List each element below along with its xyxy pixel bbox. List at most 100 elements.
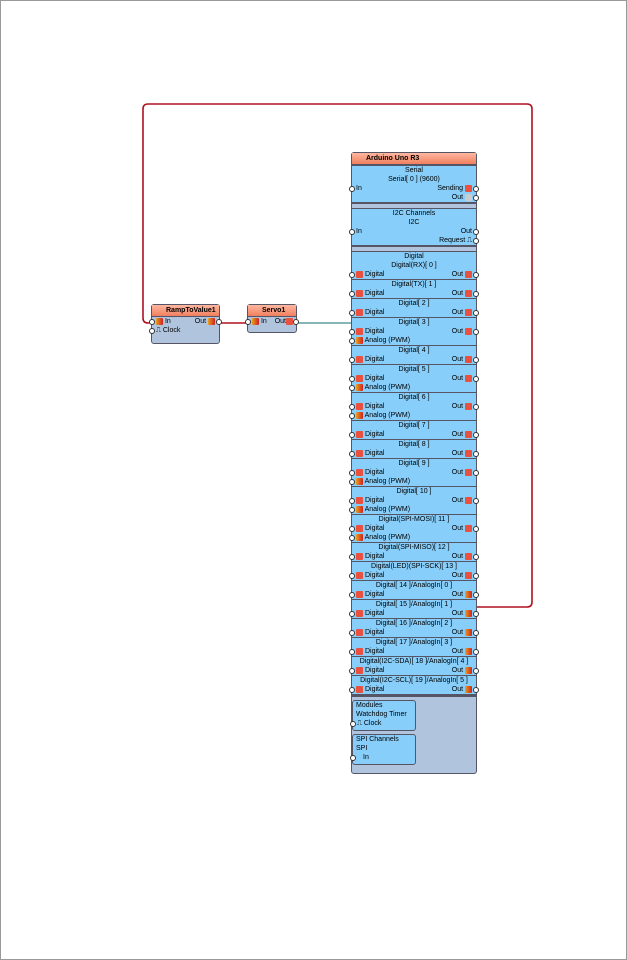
digital-icon — [465, 308, 472, 316]
pin-digital-label: Digital — [364, 403, 385, 410]
pin-out[interactable] — [473, 404, 479, 410]
digital-icon — [465, 468, 472, 476]
pin-digital-in[interactable] — [349, 573, 355, 579]
pin-out[interactable] — [473, 649, 479, 655]
digital-icon — [356, 449, 363, 457]
pin-digital-in[interactable] — [349, 592, 355, 598]
servo-in-pin[interactable] — [245, 319, 251, 325]
pin-out[interactable] — [473, 470, 479, 476]
pin-out-label: Out — [451, 469, 464, 476]
pin-digital-in[interactable] — [349, 554, 355, 560]
pin-digital-in[interactable] — [349, 498, 355, 504]
ramp-clock-pin[interactable] — [149, 328, 155, 334]
digital-icon — [356, 402, 363, 410]
servo-out-pin[interactable] — [293, 319, 299, 325]
pin-out[interactable] — [473, 376, 479, 382]
servo-in-label: In — [260, 318, 267, 325]
pin-analog-in[interactable] — [349, 338, 355, 344]
pin-out[interactable] — [473, 329, 479, 335]
pin-digital-in[interactable] — [349, 329, 355, 335]
digital-icon — [465, 496, 472, 504]
analog-icon — [465, 647, 472, 655]
pin-analog-label: Analog (PWM) — [364, 534, 411, 541]
pin-out-label: Out — [451, 497, 464, 504]
pin-out[interactable] — [473, 573, 479, 579]
serial-out-pin[interactable] — [473, 195, 479, 201]
pin-digital-in[interactable] — [349, 404, 355, 410]
pin-out[interactable] — [473, 432, 479, 438]
i2c-out-label: Out — [460, 228, 472, 235]
pin-digital-in[interactable] — [349, 291, 355, 297]
pin-digital-in[interactable] — [349, 310, 355, 316]
digital-pin-16: Digital[ 16 ]/AnalogIn[ 2 ] Digital Out — [349, 619, 479, 638]
pin-analog-in[interactable] — [349, 535, 355, 541]
analog-icon — [465, 685, 472, 693]
pin-out-label: Out — [451, 648, 464, 655]
serial-in-pin[interactable] — [349, 186, 355, 192]
spi-in-pin[interactable] — [350, 755, 356, 761]
pin-digital-in[interactable] — [349, 649, 355, 655]
digital-icon — [465, 374, 472, 382]
analog-icon — [356, 336, 363, 344]
pin-digital-in[interactable] — [349, 357, 355, 363]
pin-digital-in[interactable] — [349, 432, 355, 438]
pin-out[interactable] — [473, 291, 479, 297]
ramp-in-pin[interactable] — [149, 319, 155, 325]
pin-out[interactable] — [473, 687, 479, 693]
pin-analog-label: Analog (PWM) — [364, 412, 411, 419]
pin-digital-label: Digital — [364, 375, 385, 382]
pin-analog-in[interactable] — [349, 385, 355, 391]
pin-out-label: Out — [451, 686, 464, 693]
ramp-out-pin[interactable] — [216, 319, 222, 325]
pin-out-label: Out — [451, 431, 464, 438]
pin-digital-in[interactable] — [349, 451, 355, 457]
pin-digital-in[interactable] — [349, 376, 355, 382]
pin-analog-in[interactable] — [349, 479, 355, 485]
pin-digital-in[interactable] — [349, 272, 355, 278]
watchdog-clock-pin[interactable] — [350, 721, 356, 727]
i2c-out-pin[interactable] — [473, 229, 479, 235]
analog-icon — [356, 505, 363, 513]
pin-out-label: Out — [451, 375, 464, 382]
pin-digital-in[interactable] — [349, 668, 355, 674]
digital-icon — [465, 355, 472, 363]
pin-out[interactable] — [473, 451, 479, 457]
digital-pin-18: Digital(I2C-SDA)[ 18 ]/AnalogIn[ 4 ] Dig… — [349, 657, 479, 676]
pin-out[interactable] — [473, 526, 479, 532]
pin-out[interactable] — [473, 310, 479, 316]
serial-title: Serial[ 0 ] (9600) — [388, 176, 440, 183]
pin-out[interactable] — [473, 592, 479, 598]
pin-digital-in[interactable] — [349, 611, 355, 617]
pin-analog-in[interactable] — [349, 507, 355, 513]
pin-digital-in[interactable] — [349, 470, 355, 476]
pin-out[interactable] — [473, 668, 479, 674]
pin-out[interactable] — [473, 554, 479, 560]
pin-out[interactable] — [473, 272, 479, 278]
pin-out[interactable] — [473, 498, 479, 504]
pin-title: Digital[ 8 ] — [398, 441, 430, 448]
pin-digital-in[interactable] — [349, 526, 355, 532]
arduino-uno-component[interactable]: Arduino Uno R3 Serial Serial[ 0 ] (9600)… — [349, 152, 479, 774]
pin-digital-label: Digital — [364, 309, 385, 316]
pin-title: Digital(I2C-SDA)[ 18 ]/AnalogIn[ 4 ] — [359, 658, 469, 665]
i2c-request-pin[interactable] — [473, 238, 479, 244]
pin-out[interactable] — [473, 357, 479, 363]
pin-out[interactable] — [473, 611, 479, 617]
pin-out[interactable] — [473, 630, 479, 636]
pin-out-label: Out — [451, 629, 464, 636]
pin-digital-label: Digital — [364, 629, 385, 636]
i2c-in-pin[interactable] — [349, 229, 355, 235]
serial-sending-pin[interactable] — [473, 186, 479, 192]
pin-title: Digital[ 16 ]/AnalogIn[ 2 ] — [375, 620, 453, 627]
pin-digital-in[interactable] — [349, 630, 355, 636]
ramp-out-label: Out — [194, 318, 207, 325]
pin-analog-in[interactable] — [349, 413, 355, 419]
pin-digital-in[interactable] — [349, 687, 355, 693]
